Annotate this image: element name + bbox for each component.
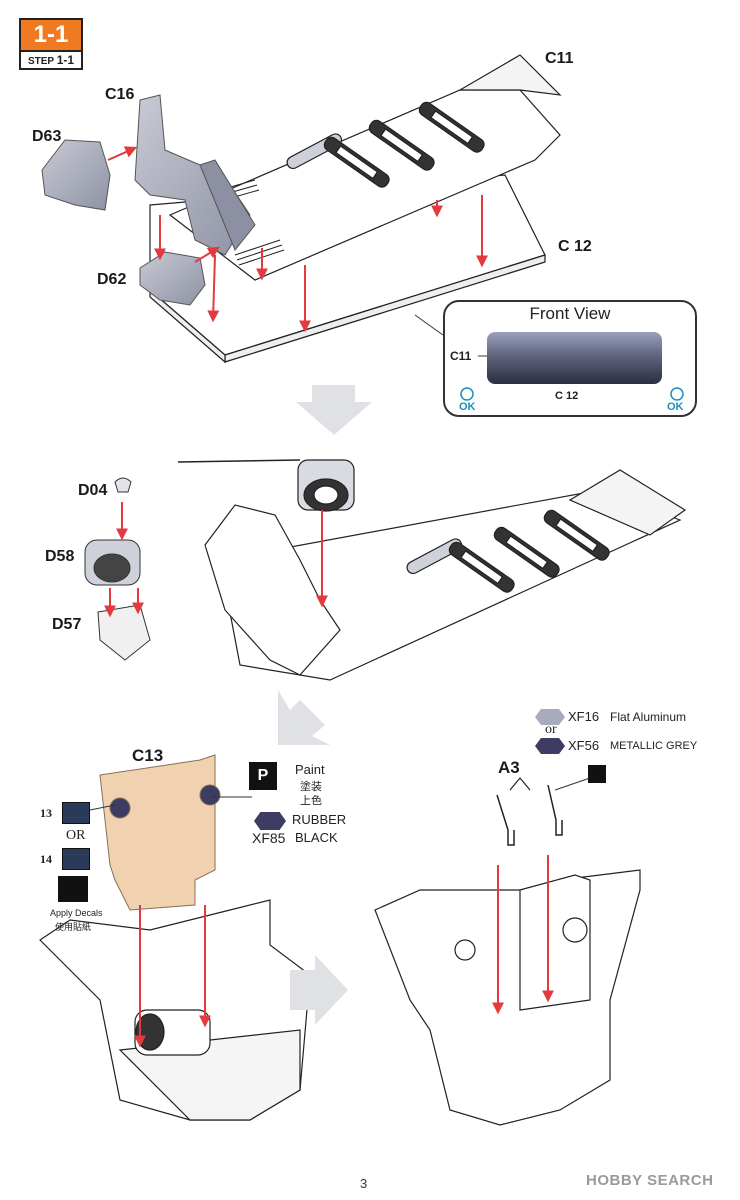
front-view-panel: Front View C11 C 12 OK OK bbox=[443, 300, 697, 417]
detail-parts bbox=[84, 477, 151, 661]
label-d57: D57 bbox=[52, 616, 82, 633]
decal-or: OR bbox=[66, 828, 86, 843]
arrows-4 bbox=[492, 855, 554, 1015]
label-a3: A3 bbox=[498, 758, 520, 777]
metal-opt2-name: METALLIC GREY bbox=[610, 740, 698, 752]
rubber-black-swatch bbox=[254, 812, 286, 830]
label-c11: C11 bbox=[545, 50, 574, 67]
front-view-c12: C 12 bbox=[555, 390, 579, 402]
detail-arrows bbox=[104, 502, 144, 618]
drum-d58-large bbox=[297, 459, 355, 512]
a3-bracket bbox=[509, 777, 531, 791]
paint-label-cn2: 上色 bbox=[300, 795, 322, 807]
paint-label-en: Paint bbox=[295, 762, 325, 777]
detail-pointer bbox=[177, 459, 301, 463]
paint-code: XF85 bbox=[252, 830, 286, 846]
metal-paint-pointer bbox=[554, 777, 591, 791]
label-d58: D58 bbox=[45, 548, 75, 565]
metal-or: or bbox=[545, 722, 557, 737]
front-view-title: Front View bbox=[529, 304, 611, 323]
metal-opt1-code: XF16 bbox=[568, 709, 600, 724]
decal-13-label: 13 bbox=[40, 806, 52, 820]
paint-label-cn1: 塗装 bbox=[300, 781, 322, 793]
next-step-arrow-3 bbox=[290, 955, 348, 1025]
apply-decals-icon bbox=[58, 876, 88, 902]
step-sub-label: STEP 1-1 bbox=[19, 50, 83, 70]
levers-a3 bbox=[496, 784, 563, 846]
decal-14-label: 14 bbox=[40, 852, 52, 866]
label-d04: D04 bbox=[78, 482, 108, 499]
step-word: STEP bbox=[27, 56, 54, 67]
ok-left: OK bbox=[459, 401, 476, 413]
decal-13-icon bbox=[62, 802, 90, 824]
rollers-2 bbox=[406, 509, 610, 593]
paint-icon: P bbox=[249, 762, 277, 790]
metallic-grey-swatch bbox=[535, 738, 565, 754]
paint-name2: BLACK bbox=[295, 830, 338, 845]
part-c16 bbox=[134, 94, 256, 256]
watermark: HOBBY SEARCH bbox=[586, 1172, 714, 1189]
next-step-arrow bbox=[296, 385, 372, 435]
c13-panel bbox=[99, 754, 221, 911]
metal-opt2-code: XF56 bbox=[568, 738, 600, 753]
ok-right: OK bbox=[667, 401, 684, 413]
callout-line bbox=[414, 314, 444, 336]
metal-opt1-name: Flat Aluminum bbox=[610, 710, 687, 724]
front-view-drawing bbox=[460, 332, 684, 401]
part-d62 bbox=[139, 251, 206, 306]
front-view-c11: C11 bbox=[450, 349, 472, 363]
paint-icon-small bbox=[588, 765, 606, 783]
part-d63 bbox=[41, 139, 111, 211]
next-step-arrow-2 bbox=[278, 690, 330, 745]
label-d62: D62 bbox=[97, 271, 127, 288]
page-number: 3 bbox=[360, 1176, 368, 1191]
label-d63: D63 bbox=[32, 128, 62, 145]
label-c16: C16 bbox=[105, 86, 135, 103]
floor-assembly-2 bbox=[204, 469, 687, 681]
step-badge: 1-1 bbox=[19, 18, 83, 50]
drum-left bbox=[134, 1009, 211, 1056]
decal-14-icon bbox=[62, 848, 90, 870]
flat-aluminum-swatch bbox=[535, 709, 565, 725]
step-sub-number: 1-1 bbox=[56, 53, 75, 67]
apply-decals-cn: 使用貼紙 bbox=[55, 922, 92, 932]
decal-pointer bbox=[89, 804, 116, 811]
arrows-3 bbox=[134, 905, 211, 1048]
paint-name1: RUBBER bbox=[292, 812, 347, 827]
assembly-arrows-1 bbox=[107, 146, 488, 333]
label-c12: C 12 bbox=[558, 238, 592, 255]
label-c13: C13 bbox=[132, 746, 164, 765]
cab-floor-right bbox=[374, 869, 641, 1126]
apply-decals-en: Apply Decals bbox=[50, 908, 103, 918]
rollers bbox=[286, 101, 485, 188]
